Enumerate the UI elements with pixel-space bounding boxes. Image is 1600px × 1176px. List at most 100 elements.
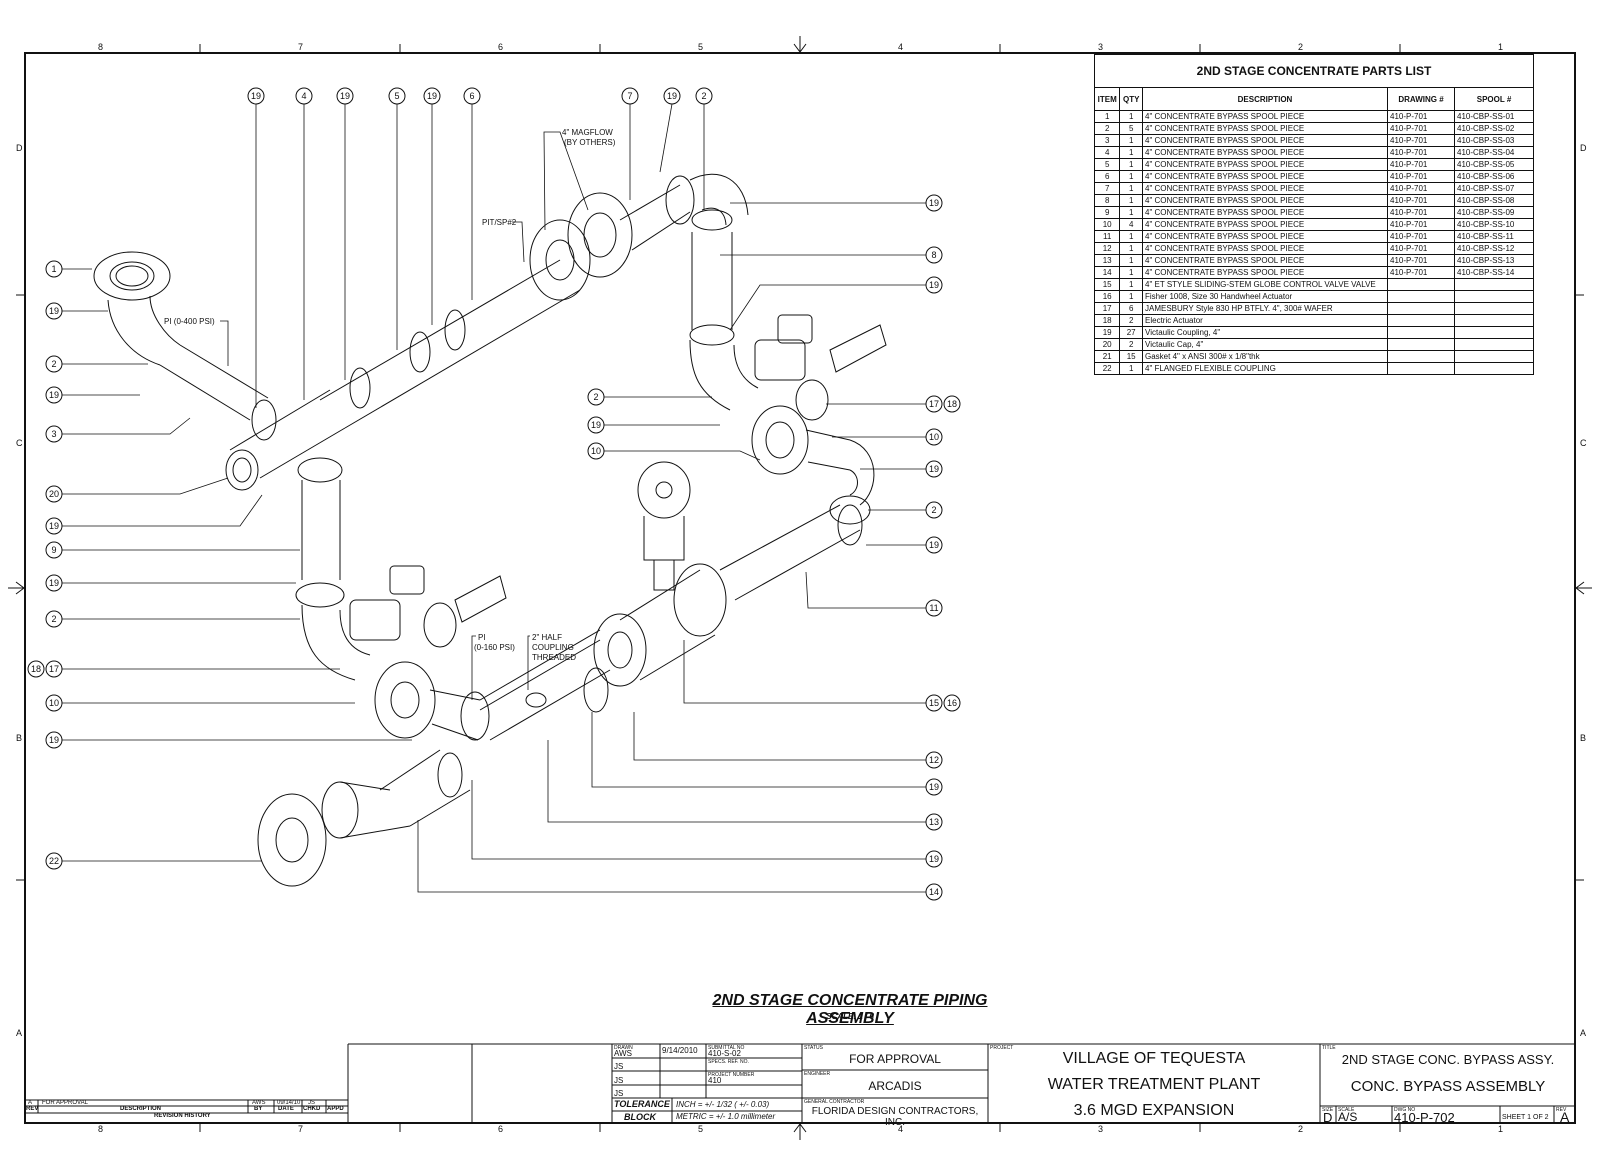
parts-cell-qty: 1 — [1119, 242, 1143, 255]
parts-cell-description: 4" CONCENTRATE BYPASS SPOOL PIECE — [1142, 182, 1388, 195]
bubble-right-19f: 19 — [929, 854, 939, 864]
left-item-bubbles — [27, 260, 63, 870]
bubble-right-18: 18 — [947, 399, 957, 409]
bubble-top-5 — [388, 87, 406, 105]
parts-cell-spool: 410-CBP-SS-02 — [1454, 122, 1534, 135]
title-label: TITLE — [1322, 1045, 1336, 1051]
parts-cell-drawing: 410-P-701 — [1387, 218, 1455, 231]
parts-cell-item: 10 — [1093, 218, 1121, 231]
parts-cell-item: 4 — [1093, 146, 1121, 159]
parts-cell-item: 2 — [1093, 122, 1121, 135]
parts-cell-description: 4" CONCENTRATE BYPASS SPOOL PIECE — [1142, 122, 1388, 135]
bubble-left-19b: 19 — [49, 390, 59, 400]
drawing-border — [24, 52, 1576, 1124]
parts-cell-qty: 4 — [1119, 218, 1143, 231]
parts-cell-item: 12 — [1093, 242, 1121, 255]
bubble-left-20: 20 — [49, 489, 59, 499]
col-header-qty: QTY — [1119, 87, 1143, 111]
parts-cell-description: 4" ET STYLE SLIDING-STEM GLOBE CONTROL V… — [1142, 278, 1388, 291]
parts-cell-qty: 1 — [1119, 146, 1143, 159]
parts-cell-spool: 410-CBP-SS-08 — [1454, 194, 1534, 207]
bubble-top-19a — [247, 87, 265, 105]
parts-cell-description: Victaulic Coupling, 4" — [1142, 326, 1388, 339]
parts-cell-qty: 1 — [1119, 134, 1143, 147]
bubble-left-19e: 19 — [49, 735, 59, 745]
general-contractor-label: GENERAL CONTRACTOR — [804, 1099, 865, 1105]
engineer-value: ARCADIS — [868, 1079, 922, 1093]
parts-cell-drawing: 410-P-701 — [1387, 146, 1455, 159]
parts-cell-item: 7 — [1093, 182, 1121, 195]
scale-label: SCALE — [1338, 1107, 1355, 1113]
drawn-label: DRAWN — [614, 1045, 633, 1051]
bubble-top-19d-label: 19 — [667, 91, 677, 101]
parts-cell-drawing — [1387, 338, 1455, 351]
parts-cell-spool — [1454, 326, 1534, 339]
parts-cell-item: 22 — [1093, 362, 1121, 375]
bubble-left-19a: 19 — [49, 306, 59, 316]
rev-header-rev: REV — [26, 1106, 39, 1112]
bubble-top-4 — [295, 87, 313, 105]
tolerance-inch: INCH = +/- 1/32 ( +/- 0.03) — [676, 1100, 770, 1109]
zone-col-5-bottom: 5 — [698, 1124, 704, 1134]
zone-col-7-bottom: 7 — [298, 1124, 304, 1134]
drawn-date: 9/14/2010 — [662, 1046, 698, 1055]
rev-header-description: DESCRIPTION — [120, 1106, 162, 1112]
bubble-top-19c — [423, 87, 441, 105]
project-number: 410 — [708, 1076, 722, 1085]
zone-col-2-top: 2 — [1298, 42, 1304, 52]
electric-actuator-upper — [754, 339, 806, 381]
half-coupling — [525, 692, 547, 708]
zone-col-8-top: 8 — [98, 42, 104, 52]
parts-cell-drawing: 410-P-701 — [1387, 254, 1455, 267]
pi-bottom-label-1: PI — [478, 633, 486, 642]
col-header-item: ITEM — [1093, 87, 1121, 111]
parts-cell-description: Fisher 1008, Size 30 Handwheel Actuator — [1142, 290, 1388, 303]
actuator-gear-lower — [454, 575, 507, 623]
bubble-right-19e: 19 — [929, 782, 939, 792]
right-item-bubbles — [587, 194, 961, 901]
bubble-left-9: 9 — [51, 545, 56, 555]
zone-col-4-top: 4 — [898, 42, 904, 52]
sheet-size: D — [1323, 1110, 1333, 1125]
bubble-left-18: 18 — [31, 664, 41, 674]
parts-cell-spool — [1454, 314, 1534, 327]
parts-cell-description: Victaulic Cap, 4" — [1142, 338, 1388, 351]
top-item-bubbles — [247, 87, 713, 105]
bubble-right-8: 8 — [931, 250, 936, 260]
checked-by-2: JS — [614, 1076, 624, 1085]
bubble-top-7 — [621, 87, 639, 105]
parts-cell-qty: 1 — [1119, 170, 1143, 183]
handwheel-lower — [423, 602, 457, 648]
rev-label: REV — [1556, 1107, 1567, 1113]
project-number-label: PROJECT NUMBER — [708, 1072, 755, 1078]
bubble-top-2-label: 2 — [701, 91, 706, 101]
bubble-right-2: 2 — [931, 505, 936, 515]
parts-cell-spool: 410-CBP-SS-03 — [1454, 134, 1534, 147]
parts-cell-item: 17 — [1093, 302, 1121, 315]
parts-cell-spool: 410-CBP-SS-13 — [1454, 254, 1534, 267]
zone-col-6-bottom: 6 — [498, 1124, 504, 1134]
parts-cell-description: 4" CONCENTRATE BYPASS SPOOL PIECE — [1142, 170, 1388, 183]
bubble-right-11: 11 — [929, 603, 938, 613]
parts-cell-qty: 1 — [1119, 278, 1143, 291]
parts-cell-drawing — [1387, 302, 1455, 315]
parts-cell-drawing — [1387, 278, 1455, 291]
parts-cell-item: 21 — [1093, 350, 1121, 363]
parts-cell-item: 14 — [1093, 266, 1121, 279]
checked-by-3: JS — [614, 1089, 624, 1098]
parts-cell-drawing — [1387, 350, 1455, 363]
bubble-right-12: 12 — [929, 755, 939, 765]
revision-history-label: REVISION HISTORY — [154, 1113, 211, 1119]
parts-cell-qty: 2 — [1119, 314, 1143, 327]
